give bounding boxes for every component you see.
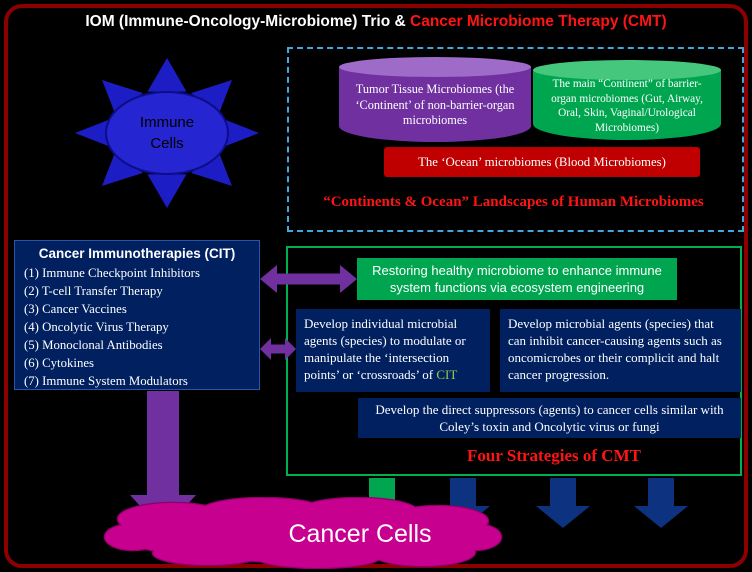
title-part1: IOM (Immune-Oncology-Microbiome) Trio & [85,13,410,30]
strategy2-text: Develop microbial agents (species) that … [508,316,722,382]
cancer-cells-blob [103,497,503,569]
cit-item-4: (4) Oncolytic Virus Therapy [24,320,169,334]
cit-to-cancer-arrow [130,391,196,531]
strategy3-box: Develop the direct suppressors (agents) … [358,398,741,438]
cit-title: Cancer Immunotherapies (CIT) [38,246,236,261]
tumor-tissue-label: Tumor Tissue Microbiomes (the ‘Continent… [355,82,515,128]
barrier-organ-label: The main “Continent” of barrier-organ mi… [551,78,703,134]
microbiome-landscape-panel [287,47,744,232]
cmt-to-cancer-arrow-blue-3 [634,478,688,528]
title-part2: Cancer Microbiome Therapy (CMT) [410,13,667,30]
diagram-title: IOM (Immune-Oncology-Microbiome) Trio & … [0,13,752,31]
cit-list: (1) Immune Checkpoint Inhibitors (2) T-c… [15,264,259,390]
immune-cells-label: Immune Cells [107,112,227,154]
ocean-microbiomes-bar: The ‘Ocean’ microbiomes (Blood Microbiom… [384,147,700,177]
cit-item-2: (2) T-cell Transfer Therapy [24,284,163,298]
immune-cells-starburst [75,58,259,208]
strategy2-box: Develop microbial agents (species) that … [500,309,741,392]
immune-cells-line1: Immune [139,114,195,131]
cit-strategy1-double-arrow [260,338,296,360]
barrier-organ-cylinder: The main “Continent” of barrier-organ mi… [533,60,721,140]
cit-box: Cancer Immunotherapies (CIT) (1) Immune … [14,240,260,390]
strategy1-cit-highlight: CIT [436,367,458,382]
microbiome-caption: “Continents & Ocean” Landscapes of Human… [323,194,704,210]
immune-cells-line2: Cells [150,135,184,152]
cylinder-body [533,70,721,140]
strategy1-text: Develop individual microbial agents (spe… [304,316,466,382]
cit-item-3: (3) Cancer Vaccines [24,302,127,316]
restore-microbiome-label: Restoring healthy microbiome to enhance … [372,263,662,295]
tumor-tissue-cylinder: Tumor Tissue Microbiomes (the ‘Continent… [339,57,531,142]
strategy1-box: Develop individual microbial agents (spe… [296,309,490,392]
cmt-panel [286,246,742,476]
cit-item-5: (5) Monoclonal Antibodies [24,338,163,352]
strategy3-text: Develop the direct suppressors (agents) … [375,402,724,434]
cmt-to-cancer-arrow-blue-2 [536,478,590,528]
cit-item-7: (7) Immune System Modulators [24,374,188,388]
cylinder-body [339,67,531,142]
cancer-cells-label: Cancer Cells [288,520,432,548]
ocean-microbiomes-label: The ‘Ocean’ microbiomes (Blood Microbiom… [418,154,666,169]
outer-border [4,4,748,568]
cylinder-top [533,60,721,80]
cylinder-top [339,57,531,77]
cit-item-6: (6) Cytokines [24,356,95,370]
cit-item-1: (1) Immune Checkpoint Inhibitors [24,266,200,280]
restore-microbiome-box: Restoring healthy microbiome to enhance … [357,258,677,300]
cit-restore-double-arrow [260,265,357,293]
cmt-caption: Four Strategies of CMT [467,446,641,465]
